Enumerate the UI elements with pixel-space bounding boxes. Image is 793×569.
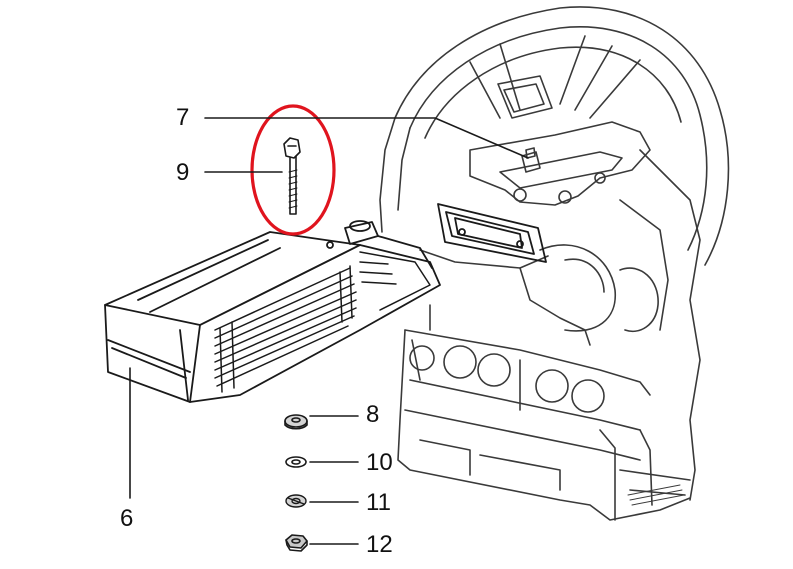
leader-lines <box>204 117 529 545</box>
flat-washer-icon <box>284 414 308 430</box>
callout-number-8: 8 <box>366 401 380 428</box>
hex-bolt-icon <box>283 137 301 215</box>
red-ellipse-highlight <box>250 104 336 236</box>
cooler-fins <box>214 251 431 393</box>
callout-number-11: 11 <box>366 489 391 516</box>
callout-number-12: 12 <box>366 531 393 558</box>
callout-number-9: 9 <box>176 159 190 186</box>
oil-cooler <box>104 220 441 499</box>
mounting-bracket <box>437 203 547 263</box>
plain-washer-icon <box>285 456 307 468</box>
leader-line-7 <box>204 117 529 159</box>
spring-washer-icon <box>285 494 307 508</box>
callout-number-7: 7 <box>176 104 190 131</box>
callout-number-10: 10 <box>366 449 393 476</box>
callout-number-6: 6 <box>120 505 134 532</box>
engine-block <box>379 6 730 521</box>
hex-nut-icon <box>285 534 308 552</box>
